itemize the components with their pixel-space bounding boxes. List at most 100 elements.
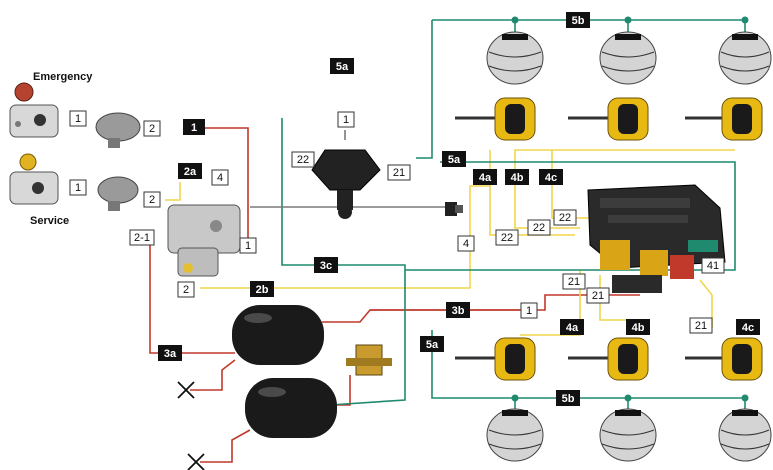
line-tags: 1 2a 2b 3a 3b 3c 5a 5a 5a 5b 5b 4a 4b 4c… xyxy=(158,12,760,406)
green-line-mid xyxy=(405,161,736,271)
tag-1: 1 xyxy=(183,119,205,135)
tag-3a: 3a xyxy=(158,345,182,361)
svg-text:1: 1 xyxy=(191,122,197,134)
svg-text:21: 21 xyxy=(393,167,405,179)
port-mod-22-a: 22 xyxy=(495,229,519,246)
port-mod-4: 4 xyxy=(457,235,475,252)
service-coupling-head xyxy=(9,153,59,205)
svg-text:21: 21 xyxy=(568,276,580,288)
port-mod-21-a: 21 xyxy=(562,273,586,290)
brake-chamber-top-right xyxy=(685,97,763,141)
tag-5a-low: 5a xyxy=(420,336,444,352)
port-valve-1: 1 xyxy=(239,237,257,254)
brake-chamber-bottom-middle xyxy=(568,337,649,381)
port-valve-4: 4 xyxy=(211,169,229,186)
port-labels: 1 2 1 2 4 1 2-1 2 1 22 21 4 22 22 22 21 … xyxy=(69,110,725,334)
port-valve-2-1: 2-1 xyxy=(129,229,155,246)
pressure-protection-valve xyxy=(346,344,392,376)
emergency-label: Emergency xyxy=(33,71,93,83)
tag-4c-top: 4c xyxy=(539,169,563,185)
air-spring-top-middle xyxy=(599,31,657,85)
svg-text:21: 21 xyxy=(592,290,604,302)
red-line-emergency xyxy=(205,127,249,240)
tag-4b-top: 4b xyxy=(505,169,529,185)
port-em-1: 1 xyxy=(69,110,87,127)
svg-text:4: 4 xyxy=(217,172,223,184)
relay-emergency-valve xyxy=(311,149,381,219)
svg-text:4c: 4c xyxy=(742,322,754,334)
port-relay-1: 1 xyxy=(337,111,355,128)
red-line-drain-a xyxy=(190,359,236,391)
brake-chamber-bottom-left xyxy=(455,337,536,381)
svg-text:4: 4 xyxy=(463,238,469,250)
line-filter-emergency xyxy=(95,112,141,148)
yellow-line-to-4c xyxy=(699,279,713,328)
port-mod-22-c: 22 xyxy=(553,209,577,226)
port-relay-21: 21 xyxy=(387,164,411,181)
brake-chamber-top-middle xyxy=(568,97,649,141)
port-mod-1: 1 xyxy=(520,302,538,319)
check-valve xyxy=(445,202,463,216)
port-relay-22: 22 xyxy=(291,151,315,168)
air-spring-top-right xyxy=(718,31,772,85)
tag-5a-top: 5a xyxy=(330,58,354,74)
svg-text:5a: 5a xyxy=(448,154,461,166)
tag-3b: 3b xyxy=(446,302,470,318)
svg-text:2a: 2a xyxy=(184,166,197,178)
trailer-control-valve xyxy=(167,204,241,277)
svg-text:2: 2 xyxy=(183,284,189,296)
red-line-reservoir-top xyxy=(322,309,520,323)
svg-text:5a: 5a xyxy=(336,61,349,73)
green-line-3c xyxy=(281,118,406,406)
tag-3c: 3c xyxy=(314,257,338,273)
emergency-coupling-head xyxy=(9,82,59,138)
svg-text:2: 2 xyxy=(149,123,155,135)
service-label: Service xyxy=(30,215,69,227)
tag-5b-bottom: 5b xyxy=(556,390,580,406)
svg-text:1: 1 xyxy=(526,305,532,317)
svg-text:5b: 5b xyxy=(572,15,585,27)
brake-chamber-bottom-right xyxy=(685,337,763,381)
svg-text:1: 1 xyxy=(343,114,349,126)
svg-text:4a: 4a xyxy=(479,172,492,184)
drain-valve-lower xyxy=(187,453,205,470)
line-filter-service xyxy=(97,176,139,211)
svg-text:1: 1 xyxy=(75,182,81,194)
green-line-5a-bottom xyxy=(431,330,746,412)
svg-text:22: 22 xyxy=(533,222,545,234)
tag-2a: 2a xyxy=(178,163,202,179)
svg-text:21: 21 xyxy=(695,320,707,332)
svg-text:3c: 3c xyxy=(320,260,332,272)
svg-text:1: 1 xyxy=(75,113,81,125)
svg-text:4b: 4b xyxy=(511,172,524,184)
yellow-line-22-b xyxy=(551,186,590,219)
svg-text:2: 2 xyxy=(149,194,155,206)
tag-4a-bottom: 4a xyxy=(560,319,584,335)
port-valve-2: 2 xyxy=(177,281,195,298)
port-em-2: 2 xyxy=(143,120,161,137)
port-mod-21-c: 21 xyxy=(689,317,713,334)
tag-4c-bottom: 4c xyxy=(736,319,760,335)
junction-dots xyxy=(511,16,749,402)
tag-5a-mid: 5a xyxy=(442,151,466,167)
svg-text:1: 1 xyxy=(245,240,251,252)
svg-text:41: 41 xyxy=(707,260,719,272)
reservoir-lower xyxy=(245,378,337,438)
port-sv-1: 1 xyxy=(69,179,87,196)
tag-4a-top: 4a xyxy=(473,169,497,185)
svg-text:4a: 4a xyxy=(566,322,579,334)
air-spring-bottom-right xyxy=(718,408,772,462)
tag-5b-top: 5b xyxy=(566,12,590,28)
port-mod-41: 41 xyxy=(701,257,725,274)
air-spring-bottom-left xyxy=(486,408,544,462)
green-line-5a-top xyxy=(416,20,433,159)
svg-text:2b: 2b xyxy=(256,284,269,296)
svg-text:22: 22 xyxy=(559,212,571,224)
red-line-drain-b xyxy=(200,429,251,463)
grey-line-relay-supply xyxy=(250,130,455,208)
port-sv-2: 2 xyxy=(143,191,161,208)
svg-text:3a: 3a xyxy=(164,348,177,360)
tag-2b: 2b xyxy=(250,281,274,297)
port-mod-21-b: 21 xyxy=(586,287,610,304)
